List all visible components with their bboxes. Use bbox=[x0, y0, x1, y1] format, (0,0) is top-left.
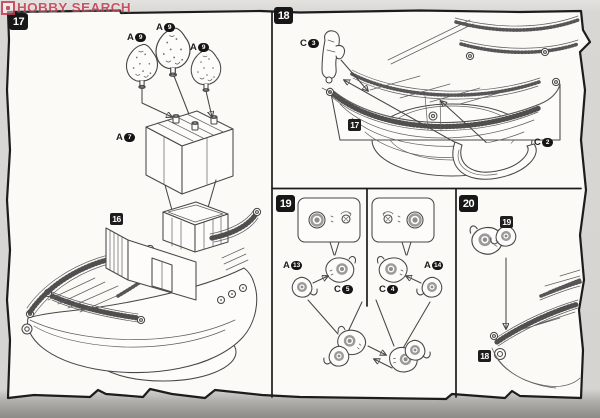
ship-bow-20 bbox=[489, 269, 582, 389]
part-number-circle: 9 bbox=[135, 32, 146, 43]
head-parts-left bbox=[291, 255, 357, 299]
panel-18-art bbox=[321, 15, 580, 180]
step-number-19: 19 bbox=[276, 195, 295, 212]
part-number-circle: 14 bbox=[432, 260, 443, 271]
ref-box-18: 18 bbox=[478, 350, 491, 362]
part-number-circle: 4 bbox=[387, 284, 398, 295]
part-letter: C bbox=[534, 137, 541, 148]
panel-dividers bbox=[271, 11, 582, 398]
part-number-circle: 5 bbox=[342, 284, 353, 295]
step-number-17: 17 bbox=[9, 13, 28, 30]
part-number-circle: 3 bbox=[308, 38, 319, 49]
anchor-part-c3 bbox=[321, 30, 346, 84]
ram-support-part-c2 bbox=[452, 141, 537, 180]
watermark-logo-icon bbox=[1, 0, 15, 15]
head-parts-right bbox=[376, 255, 443, 299]
part-number-circle: 7 bbox=[124, 132, 135, 143]
part-letter: A bbox=[283, 260, 290, 271]
ref-box-19: 19 bbox=[500, 216, 513, 228]
part-letter: C bbox=[334, 284, 341, 295]
watermark-logo-mark bbox=[6, 5, 10, 10]
part-number-circle: 2 bbox=[542, 137, 553, 148]
ship-hull-17 bbox=[21, 201, 262, 382]
part-letter: A bbox=[127, 32, 134, 43]
funnel-lines bbox=[307, 299, 431, 351]
part-number-circle: 9 bbox=[198, 42, 209, 53]
ref-box-16: 16 bbox=[110, 213, 123, 225]
part-letter: A bbox=[116, 132, 123, 143]
watermark: HOBBY SEARCH bbox=[1, 0, 131, 15]
eye-callout-right bbox=[371, 197, 435, 256]
panel-17-art bbox=[21, 27, 262, 382]
step-number-20: 20 bbox=[459, 195, 478, 212]
part-letter: C bbox=[379, 284, 386, 295]
planter-box bbox=[145, 110, 234, 195]
panel-20-art bbox=[468, 224, 582, 389]
part-letter: C bbox=[300, 38, 307, 49]
panel-19-art bbox=[291, 197, 443, 377]
part-letter: A bbox=[156, 22, 163, 33]
eye-callout-left bbox=[297, 197, 361, 256]
step-number-18: 18 bbox=[274, 7, 293, 24]
part-letter: A bbox=[190, 42, 197, 53]
watermark-text: HOBBY SEARCH bbox=[17, 0, 132, 15]
part-number-circle: 13 bbox=[291, 260, 302, 271]
ref-box-17: 17 bbox=[348, 119, 361, 131]
part-letter: A bbox=[424, 260, 431, 271]
part-number-circle: 9 bbox=[164, 22, 175, 33]
joined-assembly bbox=[322, 324, 432, 377]
